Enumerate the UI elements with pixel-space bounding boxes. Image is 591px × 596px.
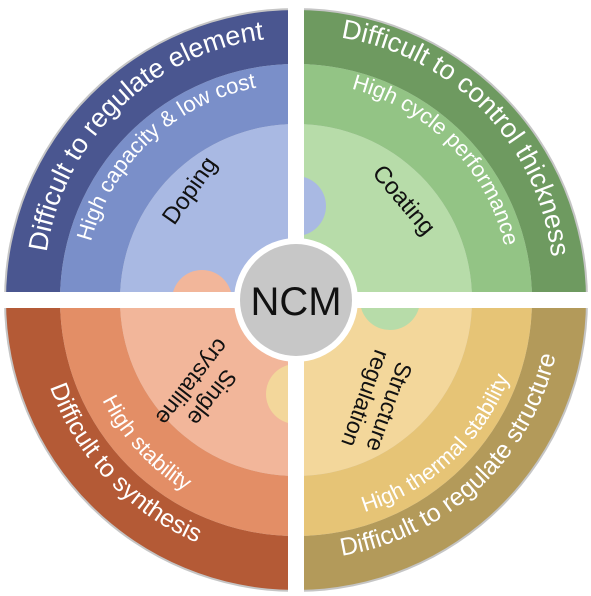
structure-inner-piece <box>296 300 472 476</box>
coating-middle-ring <box>296 64 532 300</box>
doping-outer-ring <box>6 10 296 300</box>
center-label: NCM <box>250 280 341 324</box>
structure-outer-ring <box>296 300 586 590</box>
single-crystalline-outer-ring <box>6 300 296 590</box>
center-disc <box>240 244 352 356</box>
single-crystalline-middle-ring <box>60 300 296 536</box>
coating-outer-ring <box>296 10 586 300</box>
doping-middle-ring <box>60 64 296 300</box>
coating-inner-piece <box>296 124 472 300</box>
structure-middle-ring <box>296 300 532 536</box>
quadrant-layer <box>6 10 586 590</box>
single-crystalline-inner-piece <box>120 300 296 476</box>
doping-inner-piece <box>120 124 296 300</box>
